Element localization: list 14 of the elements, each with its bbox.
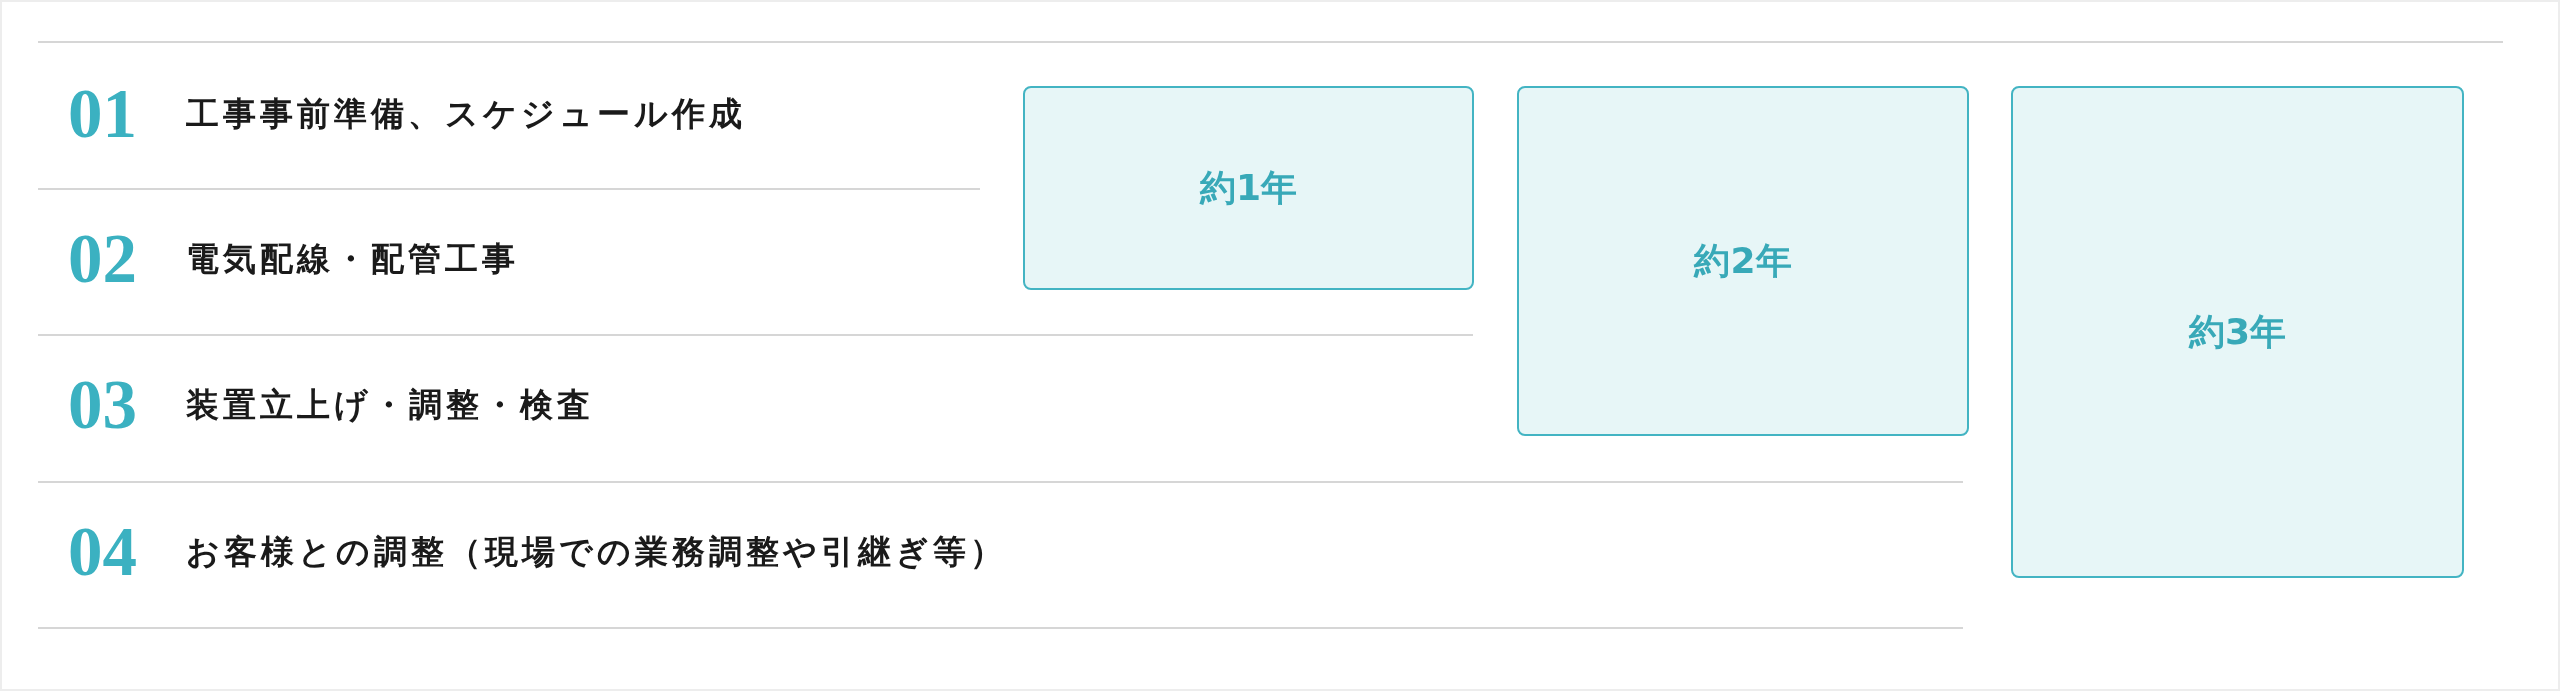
step-number: 03: [68, 370, 137, 440]
step-text: お客様との調整（現場での業務調整や引継ぎ等）: [186, 532, 1007, 572]
step-number: 01: [68, 79, 137, 149]
step-number: 04: [68, 517, 137, 587]
duration-box: [1517, 86, 1969, 436]
step-number: 02: [68, 224, 137, 294]
duration-text: 約3年: [2188, 310, 2287, 354]
step-text: 装置立上げ・調整・検査: [186, 385, 594, 425]
duration-text: 約2年: [1694, 239, 1792, 283]
step-text: 工事事前準備、スケジュール作成: [186, 94, 746, 134]
duration-text: 約1年: [1199, 166, 1298, 210]
step-text: 電気配線・配管工事: [186, 239, 519, 279]
duration-box: [1023, 86, 1474, 290]
duration-box: [2011, 86, 2464, 578]
